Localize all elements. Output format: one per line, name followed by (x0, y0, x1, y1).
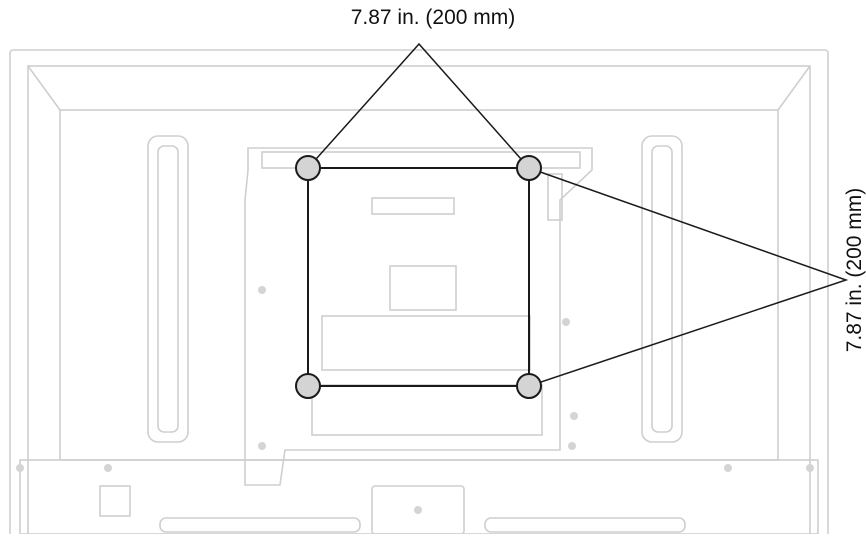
right-handle (641, 135, 683, 443)
horizontal-dimension-label: 7.87 in. (200 mm) (350, 6, 516, 29)
side-connector (99, 485, 131, 517)
mounting-square (307, 167, 530, 387)
mounting-hole-bottom-left (295, 373, 321, 399)
screw-dots (16, 286, 814, 514)
tv-back-panel (59, 109, 779, 461)
caution-label (371, 197, 455, 215)
side-port (547, 173, 563, 221)
mounting-holes (295, 155, 542, 399)
label-plate (389, 265, 457, 311)
dimension-leaders (307, 42, 849, 387)
mounting-hole-bottom-right (516, 373, 542, 399)
tv-inner-frame (27, 65, 811, 537)
mounting-pattern (307, 167, 530, 387)
left-handle (147, 135, 189, 443)
mounting-hole-top-left (295, 155, 321, 181)
vertical-dimension-label: 7.87 in. (200 mm) (843, 187, 866, 353)
tv-rear-outline (9, 49, 829, 539)
horizontal-dimension-leader (307, 42, 530, 169)
lower-module (311, 384, 543, 436)
bottom-vent-left (159, 517, 361, 533)
mounting-hole-top-right (516, 155, 542, 181)
vent-bottom (321, 315, 531, 371)
center-module (244, 147, 593, 486)
vertical-dimension-leader (528, 167, 849, 387)
bottom-panel (19, 459, 819, 535)
tv-frame (9, 49, 829, 539)
bottom-vent-right (484, 517, 686, 533)
